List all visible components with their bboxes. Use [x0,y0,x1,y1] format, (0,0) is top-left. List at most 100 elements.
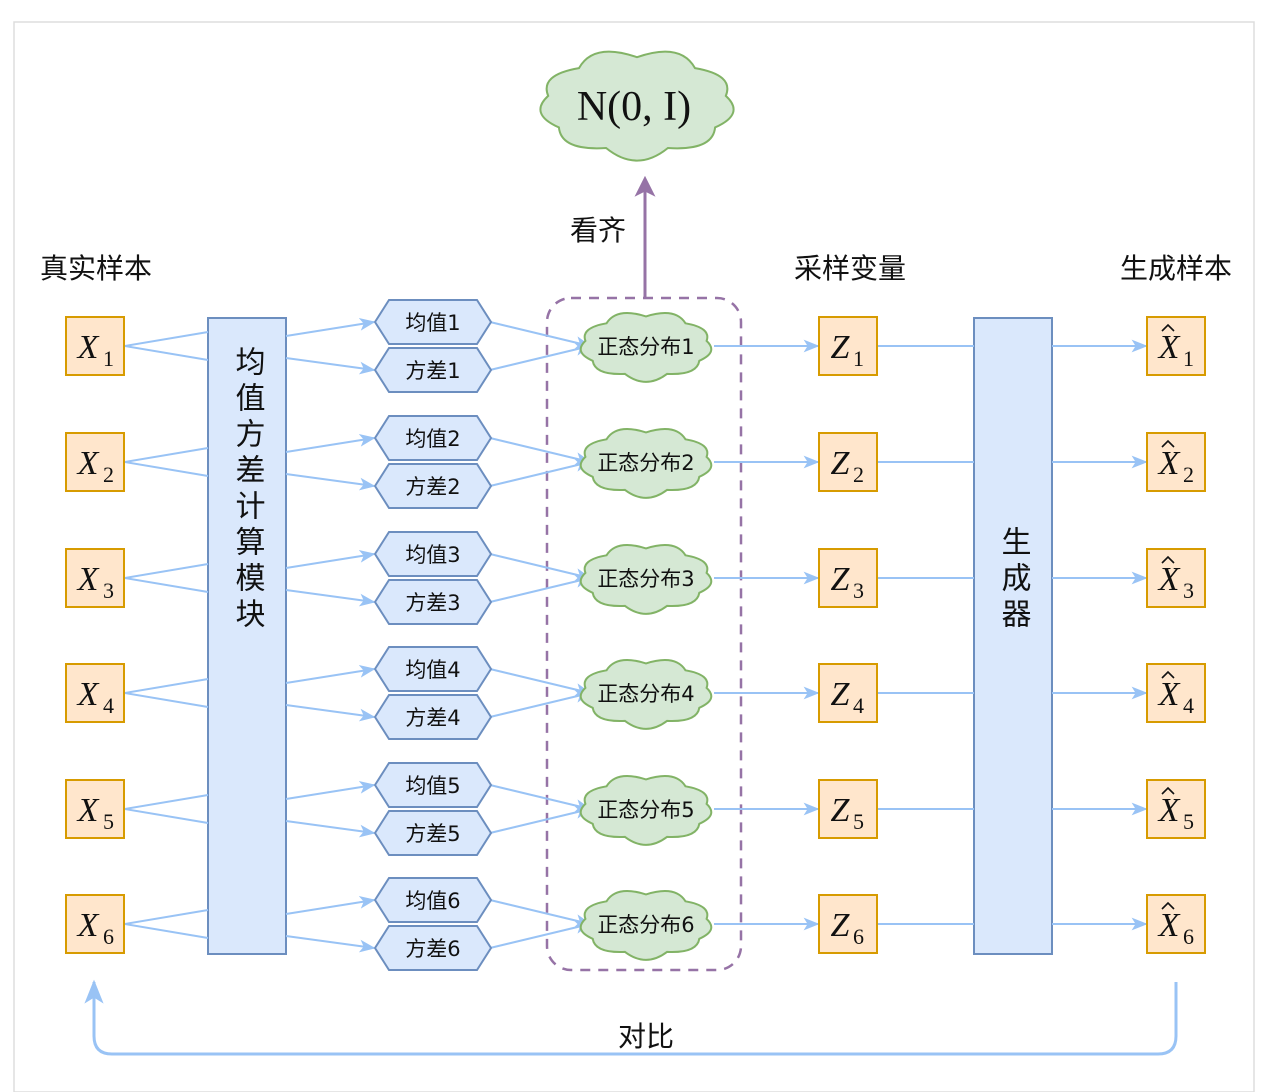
generator-label: 生成器 [996,526,1032,634]
real-sample-index: 4 [103,693,114,718]
generated-sample-index: 4 [1183,693,1194,718]
sampling-variable-index: 3 [853,578,864,603]
x-to-module-line-a [124,794,209,810]
mean-node: 均值3 [373,531,493,577]
real-sample-symbol: X [76,445,100,482]
variance-label: 方差5 [405,822,460,846]
mean-label: 均值4 [405,658,460,682]
mean-label: 均值3 [405,543,460,567]
mean-variance-module-label: 均值方差计算模块 [230,346,266,634]
x-to-module-line-b [124,808,209,824]
mean-node: 均值1 [373,299,493,345]
var-to-normal-arrow [489,690,592,718]
x-to-module-line-b [124,461,209,477]
module-to-var-arrow [285,935,376,953]
x-to-module-line-a [124,563,209,579]
normal-distribution-cloud: 正态分布4 [579,659,713,730]
normal-distribution-label: 正态分布1 [597,335,694,359]
module-to-mean-arrow [285,780,376,800]
hat-accent [1161,439,1175,448]
hat-accent [1161,670,1175,679]
sampling-variable-index: 6 [853,924,864,949]
real-sample-index: 1 [103,346,114,371]
x-to-module-line-b [124,345,209,361]
sampling-variable-symbol: Z [831,676,851,713]
sampling-variable-symbol: Z [831,907,851,944]
mean-to-normal-arrow [489,784,592,812]
var-to-normal-arrow [489,921,592,949]
mean-variance-module: 均值方差计算模块 [207,317,287,955]
generated-sample-symbol: X [1157,907,1181,944]
real-samples-label: 真实样本 [40,252,152,285]
real-sample-symbol: X [76,676,100,713]
sampling-variable-index: 5 [853,809,864,834]
normal-distribution-label: 正态分布5 [597,798,694,822]
variance-node: 方差2 [373,463,493,509]
normal-distributions-group [545,296,743,972]
generated-sample-symbol: X [1157,329,1181,366]
sampling-variable-symbol: Z [831,445,851,482]
variance-label: 方差1 [405,359,460,383]
prior-distribution-cloud: N(0, I) [539,50,735,162]
sampling-variable-symbol: Z [831,561,851,598]
generated-sample-symbol: X [1157,445,1181,482]
hat-accent [1161,786,1175,795]
normal-distribution-cloud: 正态分布6 [579,890,713,961]
sampling-variable-symbol: Z [831,329,851,366]
generated-sample-index: 5 [1183,809,1194,834]
variance-node: 方差5 [373,810,493,856]
real-sample-symbol: X [76,561,100,598]
variance-label: 方差4 [405,706,460,730]
variance-label: 方差6 [405,937,460,961]
normal-distribution-label: 正态分布3 [597,567,694,591]
module-to-var-arrow [285,357,376,375]
variance-node: 方差1 [373,347,493,393]
module-to-var-arrow [285,820,376,838]
x-to-module-line-b [124,692,209,708]
normal-distribution-label: 正态分布6 [597,913,694,937]
x-to-module-line-b [124,577,209,593]
module-to-mean-arrow [285,549,376,569]
mean-label: 均值5 [405,774,460,798]
hat-accent [1161,555,1175,564]
real-sample-index: 6 [103,924,114,949]
normal-distribution-cloud: 正态分布5 [579,775,713,846]
var-to-normal-arrow [489,575,592,603]
compare-arrow [84,979,1178,1056]
generated-samples-label: 生成样本 [1120,252,1232,285]
x-to-module-line-a [124,678,209,694]
x-to-module-line-a [124,909,209,925]
mean-to-normal-arrow [489,437,592,465]
hat-accent [1161,901,1175,910]
generated-sample-symbol: X [1157,792,1181,829]
x-to-module-line-a [124,331,209,347]
normal-distribution-cloud: 正态分布2 [579,428,713,499]
generated-sample-index: 1 [1183,346,1194,371]
align-label: 看齐 [570,214,626,247]
prior-label: N(0, I) [577,84,691,130]
normal-distribution-label: 正态分布4 [597,682,694,706]
real-sample-symbol: X [76,907,100,944]
generated-sample-index: 3 [1183,578,1194,603]
hat-accent [1161,323,1175,332]
variance-node: 方差3 [373,579,493,625]
